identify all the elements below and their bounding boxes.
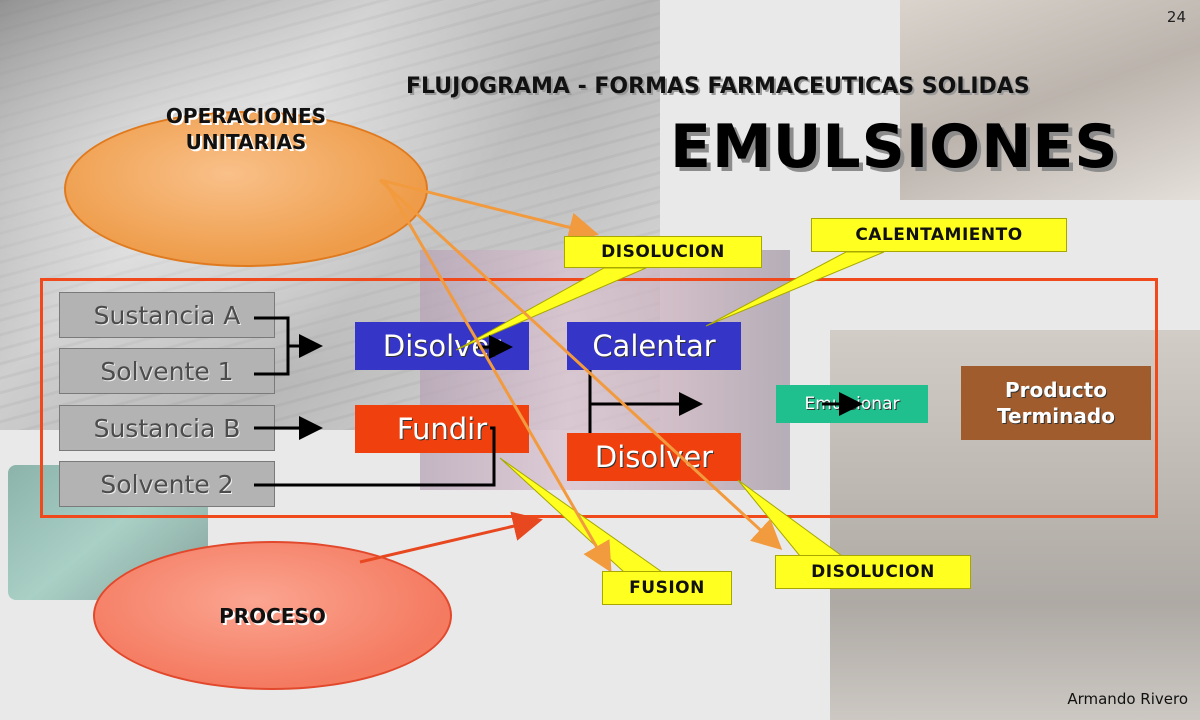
producto-line1: Producto <box>1005 378 1107 402</box>
input-sustancia-b: Sustancia B <box>59 405 275 451</box>
step-producto-terminado: Producto Terminado <box>961 366 1151 440</box>
operaciones-label-line1: OPERACIONES <box>165 104 327 128</box>
operaciones-unitarias-label: OPERACIONES UNITARIAS <box>166 104 326 185</box>
input-sustancia-a: Sustancia A <box>59 292 275 338</box>
callout-calentamiento: CALENTAMIENTO <box>811 218 1067 252</box>
callout-fusion: FUSION <box>602 571 732 605</box>
proceso-arrow-to-frame <box>359 511 543 564</box>
bracket-a-1 <box>254 316 290 376</box>
page-subtitle: EMULSIONES <box>670 112 1119 182</box>
callout-pointer-disolucion-2 <box>737 479 844 557</box>
bracket-solvente-2 <box>254 426 496 487</box>
operaciones-unitarias-ellipse: OPERACIONES UNITARIAS <box>64 104 428 267</box>
callout-pointer-fusion <box>499 457 664 573</box>
producto-line2: Terminado <box>997 404 1115 428</box>
author-credit: Armando Rivero <box>1067 690 1188 708</box>
page-title: FLUJOGRAMA - FORMAS FARMACEUTICAS SOLIDA… <box>406 74 1030 99</box>
page-number: 24 <box>1166 8 1186 26</box>
callout-pointer-calentamiento <box>705 251 885 327</box>
callout-disolucion-1: DISOLUCION <box>564 236 762 268</box>
proceso-ellipse: PROCESO <box>93 541 452 690</box>
op-arrow-to-disolucion-2 <box>378 178 783 551</box>
callout-disolucion-2: DISOLUCION <box>775 555 971 589</box>
proceso-label: PROCESO <box>219 603 326 628</box>
input-solvente-2: Solvente 2 <box>59 461 275 507</box>
background-machine-image <box>900 0 1200 200</box>
step-fundir: Fundir <box>355 405 529 453</box>
input-solvente-1: Solvente 1 <box>59 348 275 394</box>
op-arrow-to-fusion <box>382 179 612 573</box>
step-calentar: Calentar <box>567 322 741 370</box>
op-arrow-to-disolucion-1 <box>379 178 599 243</box>
operaciones-label-line2: UNITARIAS <box>185 130 307 154</box>
callout-pointer-disolucion-1 <box>455 267 647 351</box>
